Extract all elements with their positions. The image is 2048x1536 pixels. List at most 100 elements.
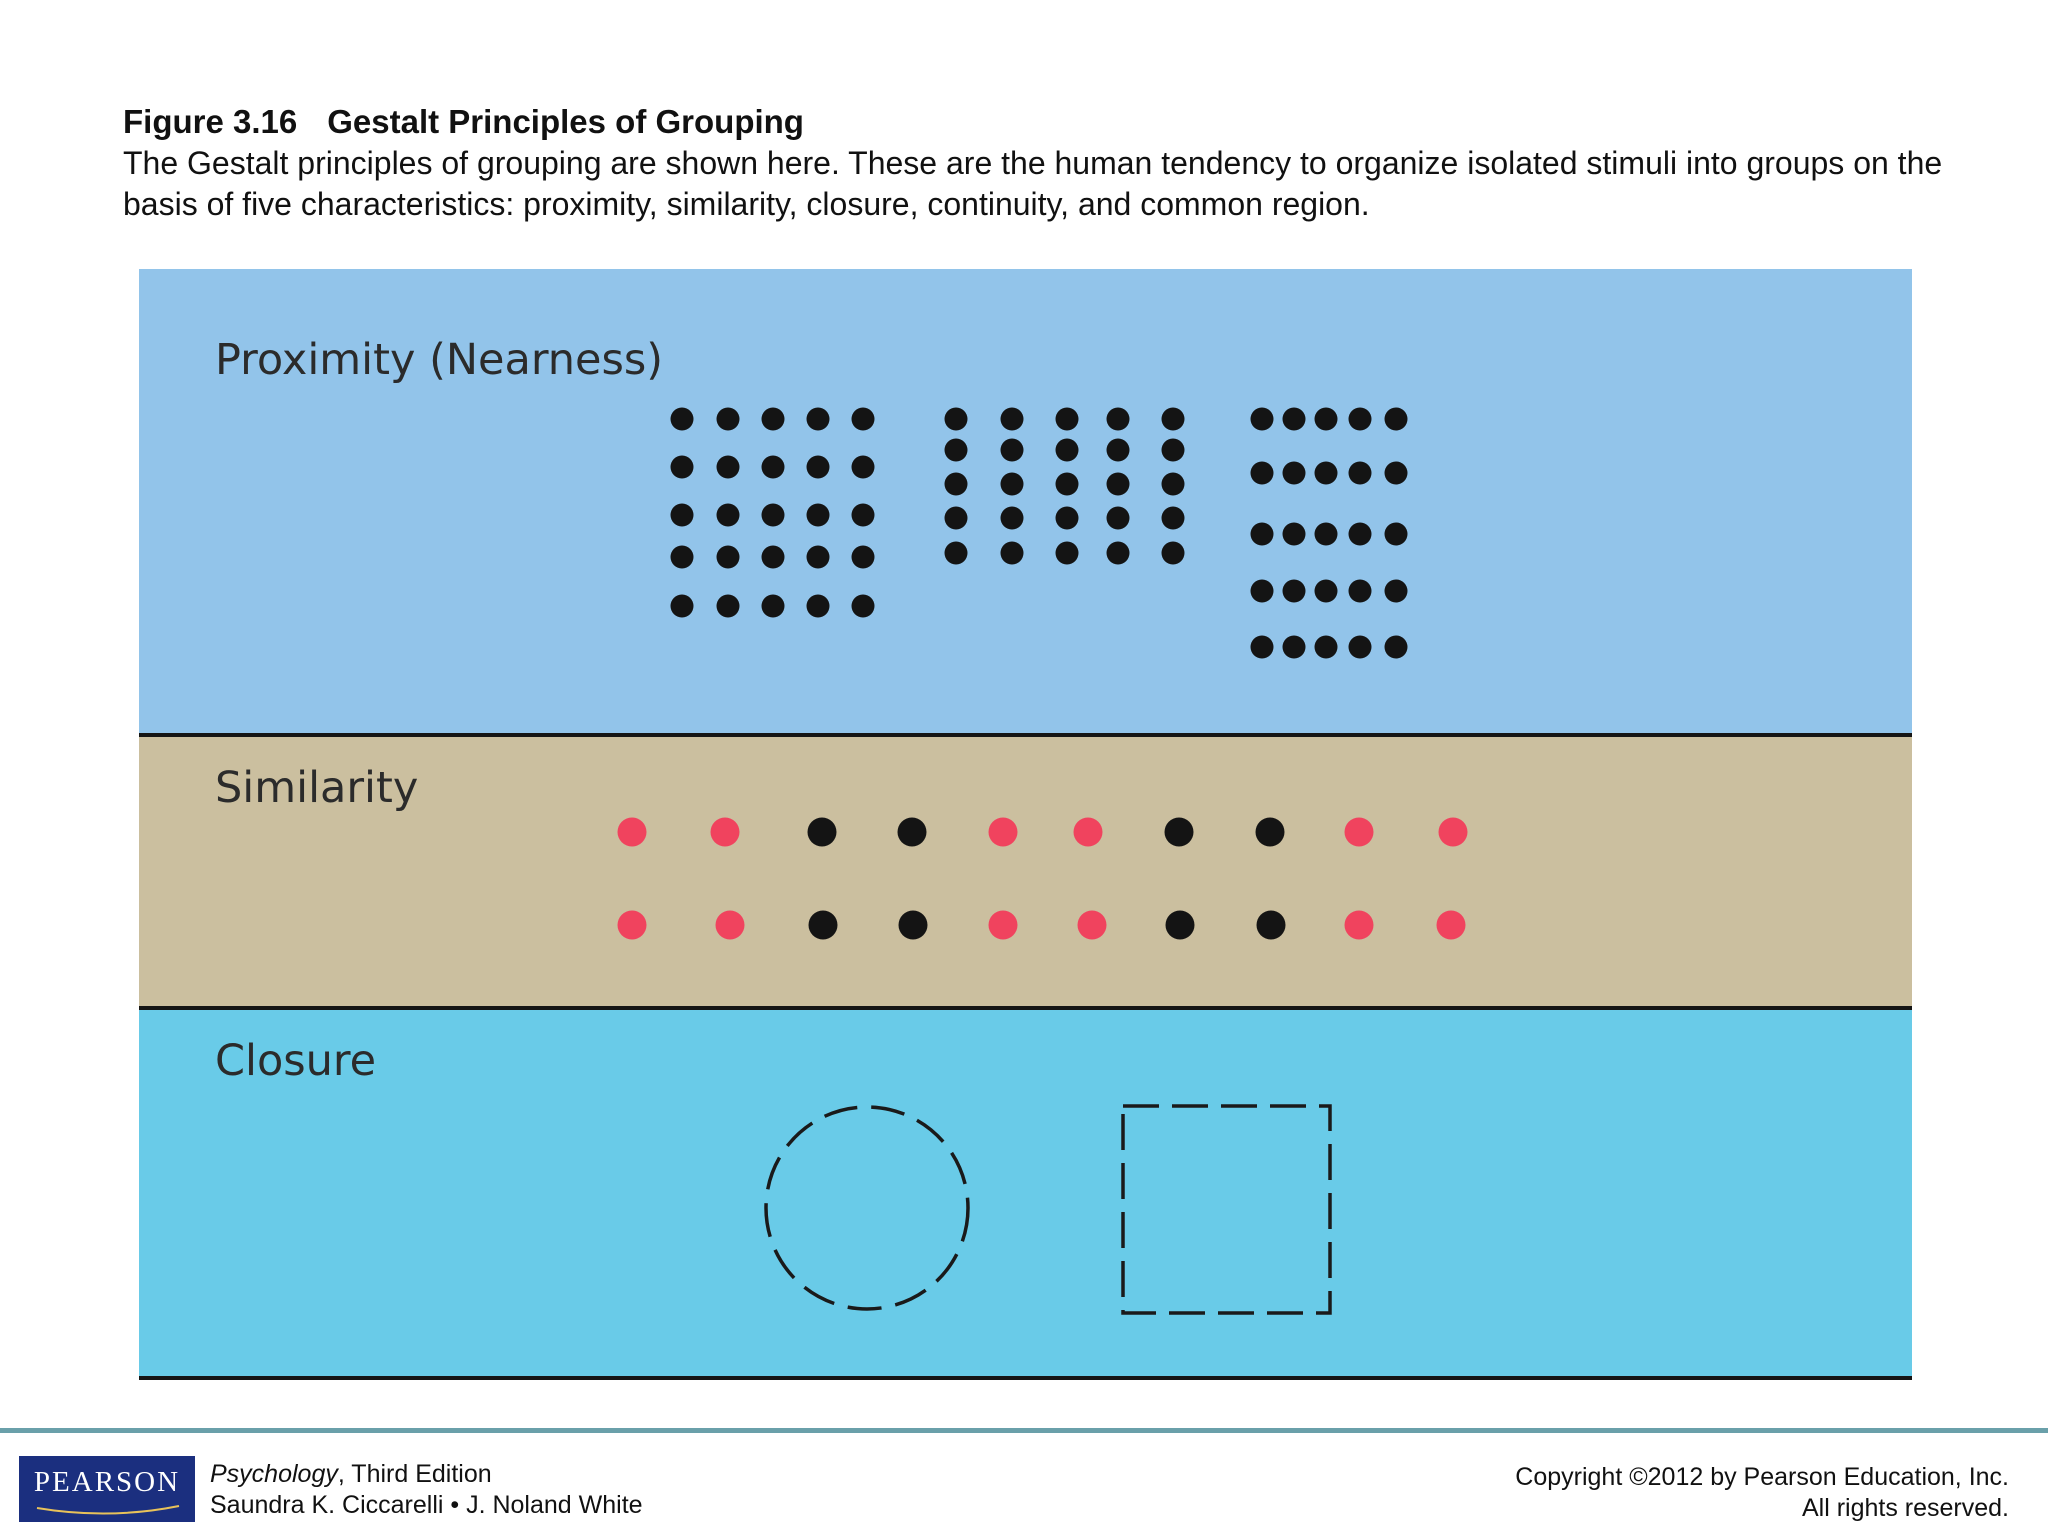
similarity-dot-red: [710, 817, 740, 847]
proximity-dot: [1348, 461, 1372, 485]
similarity-dot-red: [1077, 910, 1107, 940]
proximity-dot: [716, 594, 740, 618]
similarity-dot-black: [808, 910, 838, 940]
proximity-dot: [1348, 579, 1372, 603]
proximity-dot: [944, 506, 968, 530]
proximity-dot: [944, 472, 968, 496]
proximity-dot: [1384, 635, 1408, 659]
dashed-square-shape: [1121, 1104, 1332, 1315]
proximity-dot: [851, 545, 875, 569]
proximity-dot: [1106, 541, 1130, 565]
proximity-dot: [1106, 438, 1130, 462]
proximity-dot: [716, 503, 740, 527]
book-info: Psychology, Third Edition Saundra K. Cic…: [210, 1459, 643, 1521]
proximity-dot: [1106, 407, 1130, 431]
proximity-panel: [139, 269, 1912, 735]
proximity-dot: [761, 594, 785, 618]
proximity-dot: [761, 407, 785, 431]
proximity-dot: [944, 407, 968, 431]
proximity-dot: [1250, 522, 1274, 546]
proximity-dot: [1314, 461, 1338, 485]
caption-body-text: The Gestalt principles of grouping are s…: [123, 145, 1943, 222]
proximity-dot: [1161, 407, 1185, 431]
similarity-dot-red: [1073, 817, 1103, 847]
proximity-dot: [1000, 438, 1024, 462]
book-title-line: Psychology, Third Edition: [210, 1459, 643, 1490]
rights-line: All rights reserved.: [1801, 1494, 2009, 1522]
proximity-dot: [716, 407, 740, 431]
similarity-dot-red: [617, 817, 647, 847]
proximity-dot: [1055, 472, 1079, 496]
similarity-dot-red: [1436, 910, 1466, 940]
proximity-dot: [1384, 461, 1408, 485]
similarity-dot-black: [1256, 910, 1286, 940]
proximity-dot: [1055, 506, 1079, 530]
book-title: Psychology: [210, 1460, 338, 1488]
proximity-dot: [1106, 472, 1130, 496]
caption-title-line: Figure 3.16 Gestalt Principles of Groupin…: [123, 102, 1943, 142]
proximity-dot: [761, 503, 785, 527]
proximity-dot: [1282, 407, 1306, 431]
proximity-dot: [1161, 472, 1185, 496]
proximity-dot: [1161, 506, 1185, 530]
proximity-dot: [670, 594, 694, 618]
proximity-dot: [670, 455, 694, 479]
proximity-dot: [1384, 579, 1408, 603]
proximity-dot: [1250, 407, 1274, 431]
closure-label: Closure: [215, 1036, 376, 1086]
similarity-dot-red: [617, 910, 647, 940]
proximity-dot: [851, 407, 875, 431]
proximity-dot: [670, 503, 694, 527]
proximity-dot: [761, 545, 785, 569]
proximity-dot: [1314, 522, 1338, 546]
panel-divider: [139, 1006, 1912, 1010]
proximity-dot: [1250, 461, 1274, 485]
similarity-dot-red: [988, 817, 1018, 847]
figure-caption: Figure 3.16 Gestalt Principles of Groupin…: [123, 102, 1943, 225]
proximity-dot: [851, 503, 875, 527]
book-edition: , Third Edition: [337, 1460, 492, 1488]
panel-divider: [139, 1376, 1912, 1380]
proximity-dot: [806, 407, 830, 431]
proximity-dot: [1314, 579, 1338, 603]
proximity-dot: [670, 407, 694, 431]
proximity-dot: [806, 594, 830, 618]
figure-number: Figure 3.16: [123, 103, 298, 140]
proximity-dot: [670, 545, 694, 569]
similarity-panel: [139, 735, 1912, 1008]
proximity-dot: [716, 455, 740, 479]
proximity-dot: [806, 545, 830, 569]
proximity-dot: [1000, 472, 1024, 496]
proximity-dot: [1282, 635, 1306, 659]
proximity-dot: [1000, 541, 1024, 565]
footer-divider: [0, 1428, 2048, 1433]
proximity-dot: [806, 455, 830, 479]
proximity-dot: [1250, 635, 1274, 659]
proximity-dot: [761, 455, 785, 479]
proximity-dot: [851, 455, 875, 479]
similarity-dot-black: [897, 817, 927, 847]
proximity-dot: [1282, 579, 1306, 603]
proximity-dot: [1282, 522, 1306, 546]
similarity-dot-black: [1165, 910, 1195, 940]
similarity-dot-black: [1255, 817, 1285, 847]
logo-swoosh-icon: [36, 1505, 180, 1515]
figure-title: Gestalt Principles of Grouping: [327, 103, 804, 140]
proximity-dot: [944, 541, 968, 565]
logo-wordmark: PEARSON: [33, 1466, 181, 1498]
proximity-dot: [1384, 407, 1408, 431]
proximity-dot: [1348, 635, 1372, 659]
similarity-dot-rows: [617, 817, 1468, 940]
similarity-dot-red: [1438, 817, 1468, 847]
similarity-dot-black: [898, 910, 928, 940]
proximity-dot: [1314, 635, 1338, 659]
proximity-dot: [1055, 541, 1079, 565]
proximity-dot: [806, 503, 830, 527]
copyright-line: Copyright ©2012 by Pearson Education, In…: [1515, 1463, 2009, 1491]
dashed-circle-shape: [764, 1105, 970, 1311]
panel-divider: [139, 733, 1912, 737]
similarity-dot-red: [1344, 910, 1374, 940]
copyright-notice: Copyright ©2012 by Pearson Education, In…: [1515, 1462, 2009, 1524]
proximity-dot: [1055, 407, 1079, 431]
